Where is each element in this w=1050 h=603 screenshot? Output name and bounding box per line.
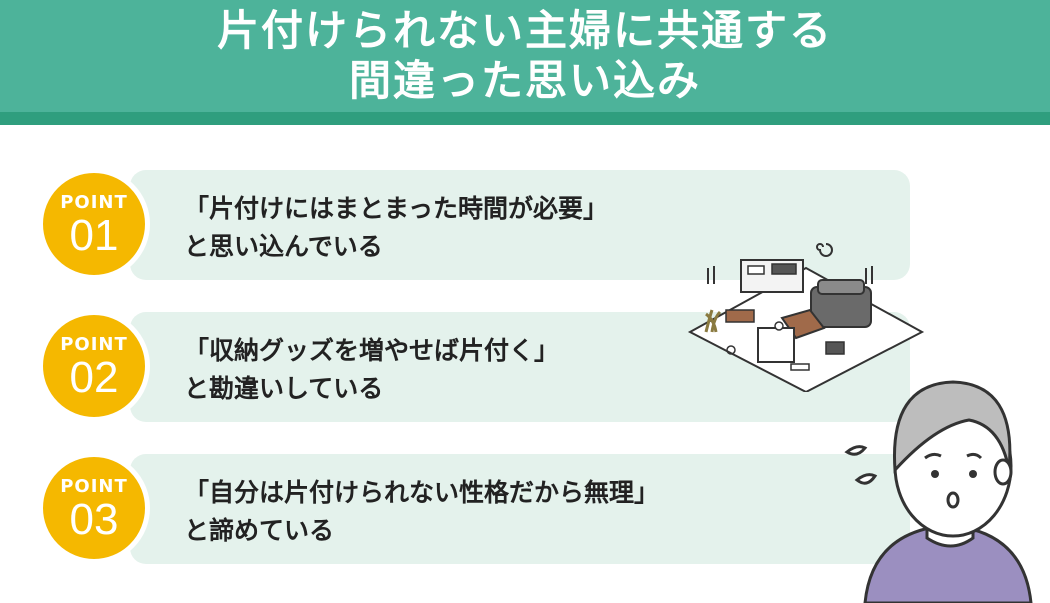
- title-line-2: 間違った思い込み: [348, 56, 701, 105]
- header-stripe: [0, 112, 1050, 125]
- page-title: 片付けられない主婦に共通する 間違った思い込み: [0, 6, 1050, 106]
- point-1-line-2: と思い込んでいる: [184, 232, 383, 261]
- point-badge-2: POINT 02: [38, 310, 150, 422]
- point-label: POINT: [60, 476, 128, 497]
- point-label: POINT: [60, 192, 128, 213]
- point-label: POINT: [60, 334, 128, 355]
- point-3-line-2: と諦めている: [184, 516, 335, 545]
- point-card-3: 「自分は片付けられない性格だから無理」 と諦めている: [130, 454, 910, 564]
- point-text-3: 「自分は片付けられない性格だから無理」 と諦めている: [184, 474, 659, 550]
- header-banner: 片付けられない主婦に共通する 間違った思い込み: [0, 0, 1050, 125]
- point-text-1: 「片付けにはまとまった時間が必要」 と思い込んでいる: [184, 190, 608, 266]
- point-badge-3: POINT 03: [38, 452, 150, 564]
- point-card-1: 「片付けにはまとまった時間が必要」 と思い込んでいる: [130, 170, 910, 280]
- worried-person-illustration: [844, 380, 1033, 603]
- messy-room-illustration: [687, 243, 925, 392]
- point-number: 03: [69, 495, 119, 544]
- title-line-1: 片付けられない主婦に共通する: [216, 6, 833, 55]
- sweat-drops-icon: [844, 445, 878, 485]
- point-number: 01: [69, 211, 119, 260]
- point-number: 02: [69, 353, 119, 402]
- point-3-line-1: 「自分は片付けられない性格だから無理」: [184, 478, 660, 507]
- point-2-line-2: と勘違いしている: [184, 374, 384, 403]
- point-1-line-1: 「片付けにはまとまった時間が必要」: [184, 194, 609, 223]
- point-badge-1: POINT 01: [38, 168, 150, 280]
- point-text-2: 「収納グッズを増やせば片付く」 と勘違いしている: [184, 332, 559, 408]
- point-2-line-1: 「収納グッズを増やせば片付く」: [184, 336, 560, 365]
